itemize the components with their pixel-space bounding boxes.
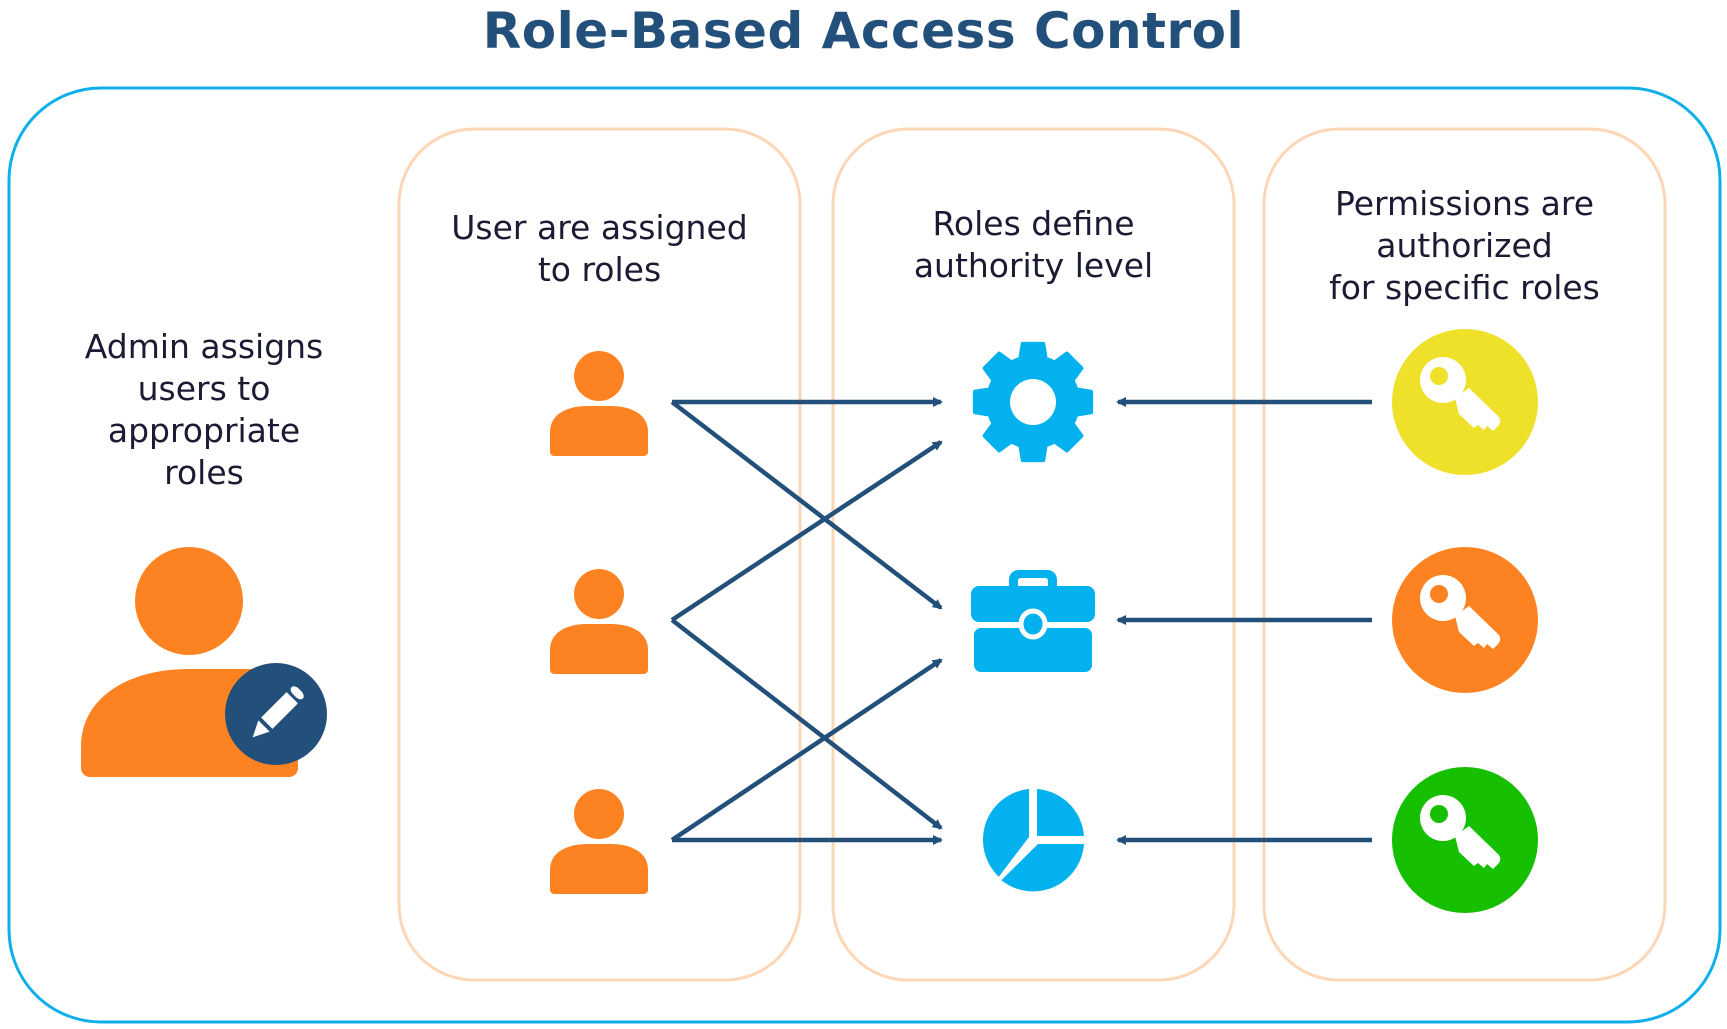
permission-key — [1392, 329, 1538, 475]
user-role-arrow — [670, 400, 943, 610]
panel-roles — [831, 127, 1236, 982]
key-blade — [1455, 606, 1501, 649]
users-panel-label-line: to roles — [537, 250, 662, 289]
pie-slice — [1037, 789, 1084, 836]
outer-container — [7, 86, 1722, 1024]
roles-panel-label: Roles define authority level — [833, 203, 1234, 287]
admin-label: Admin assigns users to appropriate roles — [54, 326, 354, 494]
users-column — [550, 351, 648, 894]
permissions-panel-label: Permissions are authorized for specific … — [1264, 183, 1665, 309]
user-body — [550, 844, 648, 894]
briefcase-handle — [1009, 570, 1057, 588]
briefcase-bottom — [974, 628, 1092, 672]
permission-key — [1392, 547, 1538, 693]
user-role-links — [670, 397, 943, 845]
key-icon — [1420, 795, 1501, 869]
briefcase-top — [971, 586, 1095, 622]
permission-role-links — [1116, 397, 1372, 845]
key-hole — [1430, 805, 1448, 823]
briefcase-icon — [971, 570, 1095, 672]
user-body — [550, 406, 648, 456]
pie-slice — [1001, 844, 1084, 892]
permission-key — [1392, 767, 1538, 913]
user-role-arrow — [670, 658, 943, 842]
pencil-icon — [252, 686, 304, 738]
user-head — [574, 569, 624, 619]
key-blade — [1455, 388, 1501, 431]
key-icon — [1420, 575, 1501, 649]
users-panel-label-line: User are assigned — [451, 208, 748, 247]
user-icon — [550, 789, 648, 894]
user-role-arrow — [670, 618, 943, 830]
panel-permissions — [1262, 127, 1667, 982]
user-icon — [550, 569, 648, 674]
gear-icon — [972, 341, 1094, 463]
user-head — [574, 351, 624, 401]
user-head — [574, 789, 624, 839]
admin-head — [135, 547, 243, 655]
admin-label-line: users to — [137, 369, 271, 408]
users-panel-label: User are assigned to roles — [399, 207, 800, 291]
key-blade — [1455, 826, 1501, 869]
admin-user-edit-icon — [81, 547, 327, 777]
permissions-panel-label-line: for specific roles — [1329, 268, 1600, 307]
panel-users — [397, 127, 802, 982]
briefcase-clasp — [1018, 608, 1048, 640]
key-hole — [1430, 367, 1448, 385]
permissions-panel-label-line: authorized — [1376, 226, 1553, 265]
roles-panel-label-line: authority level — [913, 246, 1154, 285]
diagram-title: Role-Based Access Control — [482, 2, 1245, 60]
gear-hole — [1010, 379, 1056, 425]
key-icon — [1420, 357, 1501, 431]
admin-label-line: roles — [164, 453, 244, 492]
admin-label-line: Admin assigns — [84, 327, 324, 366]
admin-label-line: appropriate — [107, 411, 301, 450]
user-role-arrow — [670, 440, 943, 622]
user-body — [550, 624, 648, 674]
roles-panel-label-line: Roles define — [932, 204, 1135, 243]
key-hole — [1430, 585, 1448, 603]
user-icon — [550, 351, 648, 456]
permissions-panel-label-line: Permissions are — [1334, 184, 1595, 223]
roles-column — [971, 341, 1095, 892]
pie-slice — [982, 789, 1029, 877]
pie-chart-icon — [982, 789, 1084, 892]
permissions-column — [1392, 329, 1538, 913]
